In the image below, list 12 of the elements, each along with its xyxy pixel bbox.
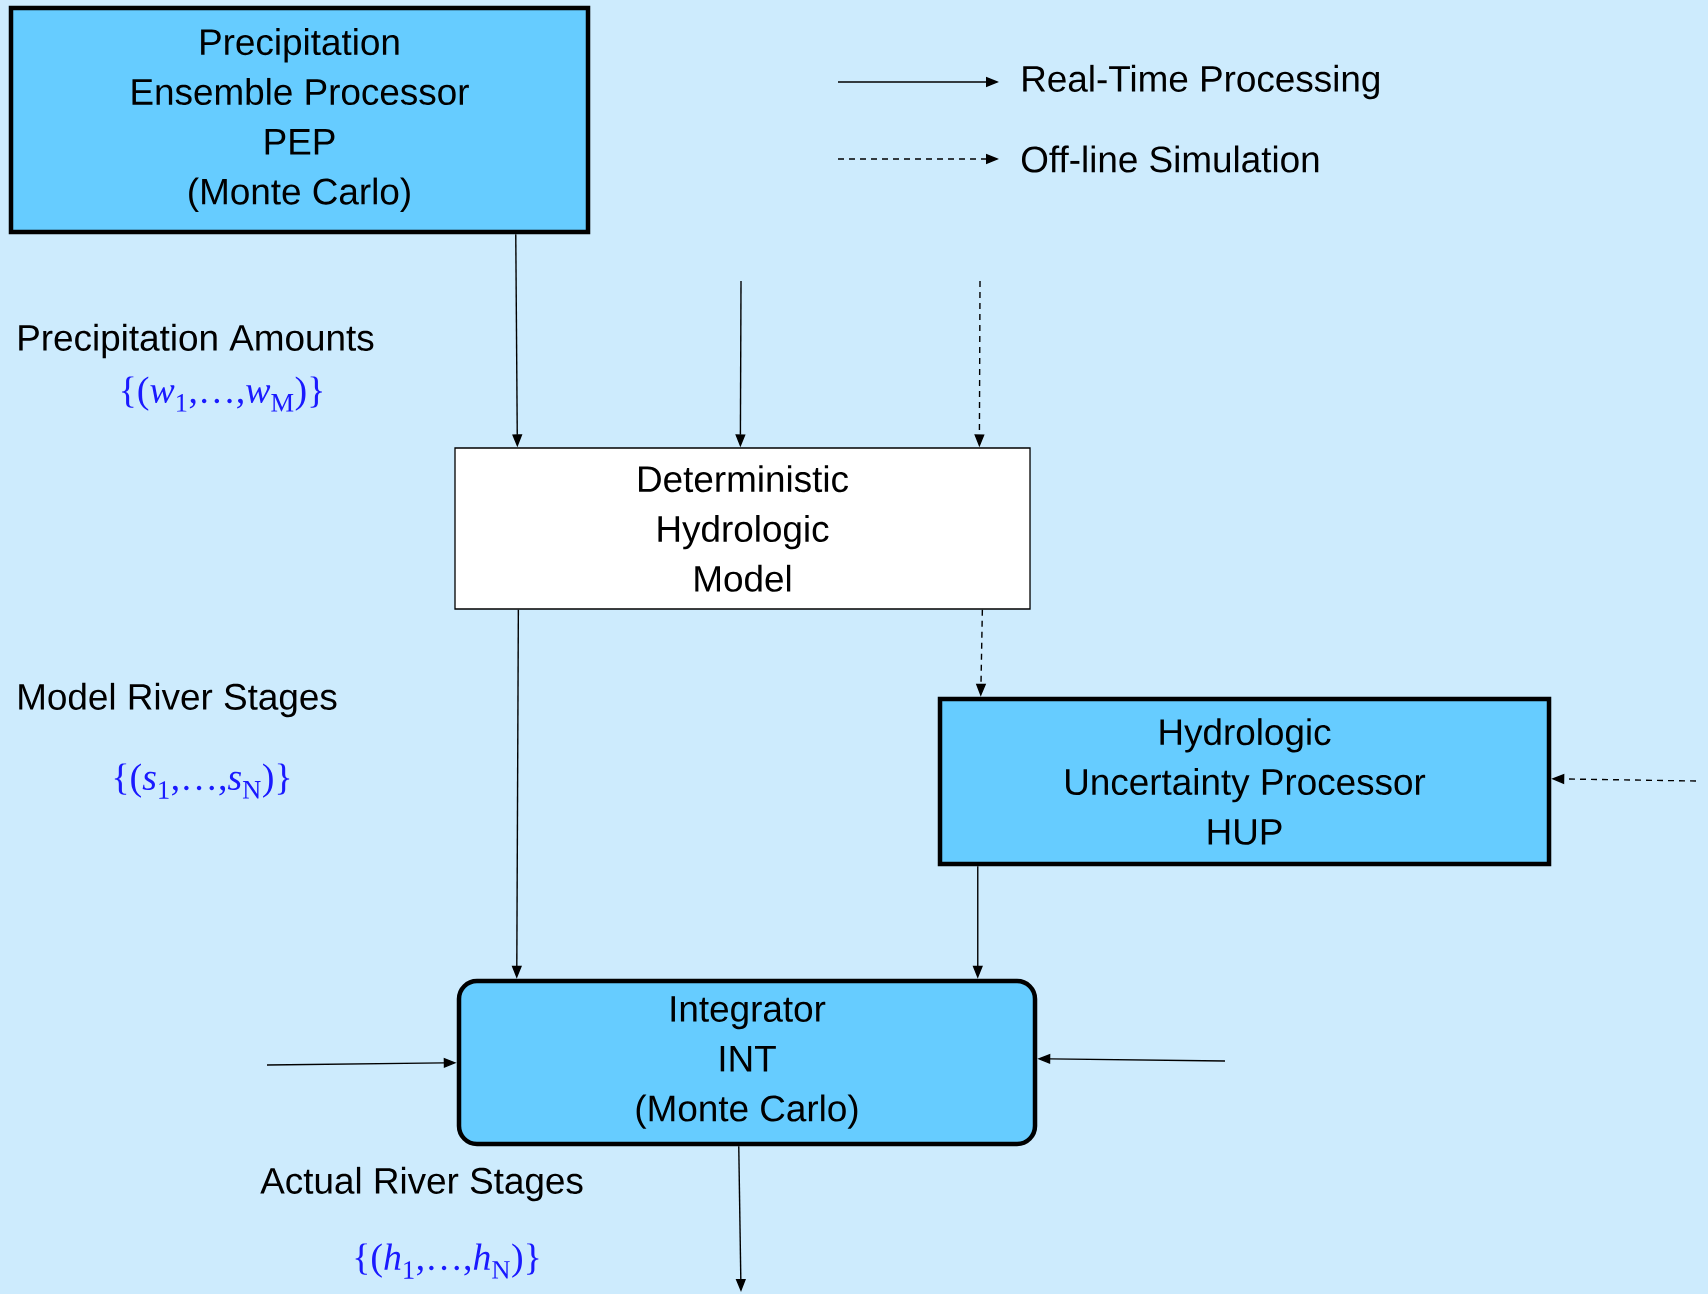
legend-text: Off-line Simulation (1021, 145, 1319, 173)
legend-text: Real-Time Processing (1023, 64, 1379, 100)
process-box: Precipitation Ensemble Processor PEP (Monte Carlo) (8, 5, 591, 235)
model-box: Deterministic Hydrologic Model (454, 447, 1031, 610)
annotation-text: Model River Stages (19, 682, 337, 718)
annotation-text: Actual River Stages (260, 1166, 583, 1202)
formula-text: {(w$_{1}$,…,w$_{M}$)} (122, 376, 322, 412)
integrator-box: Integrator INT (Monte Carlo) (456, 978, 1038, 1147)
annotation-text: Precipitation Amounts (19, 323, 374, 359)
process-box: Hydrologic Uncertainty Processor HUP (937, 696, 1552, 867)
formula-text: {(h$_{1}$,…,h$_{N}$)} (355, 1243, 539, 1279)
formula-text: {(s$_{1}$,…,s$_{N}$)} (114, 763, 290, 799)
